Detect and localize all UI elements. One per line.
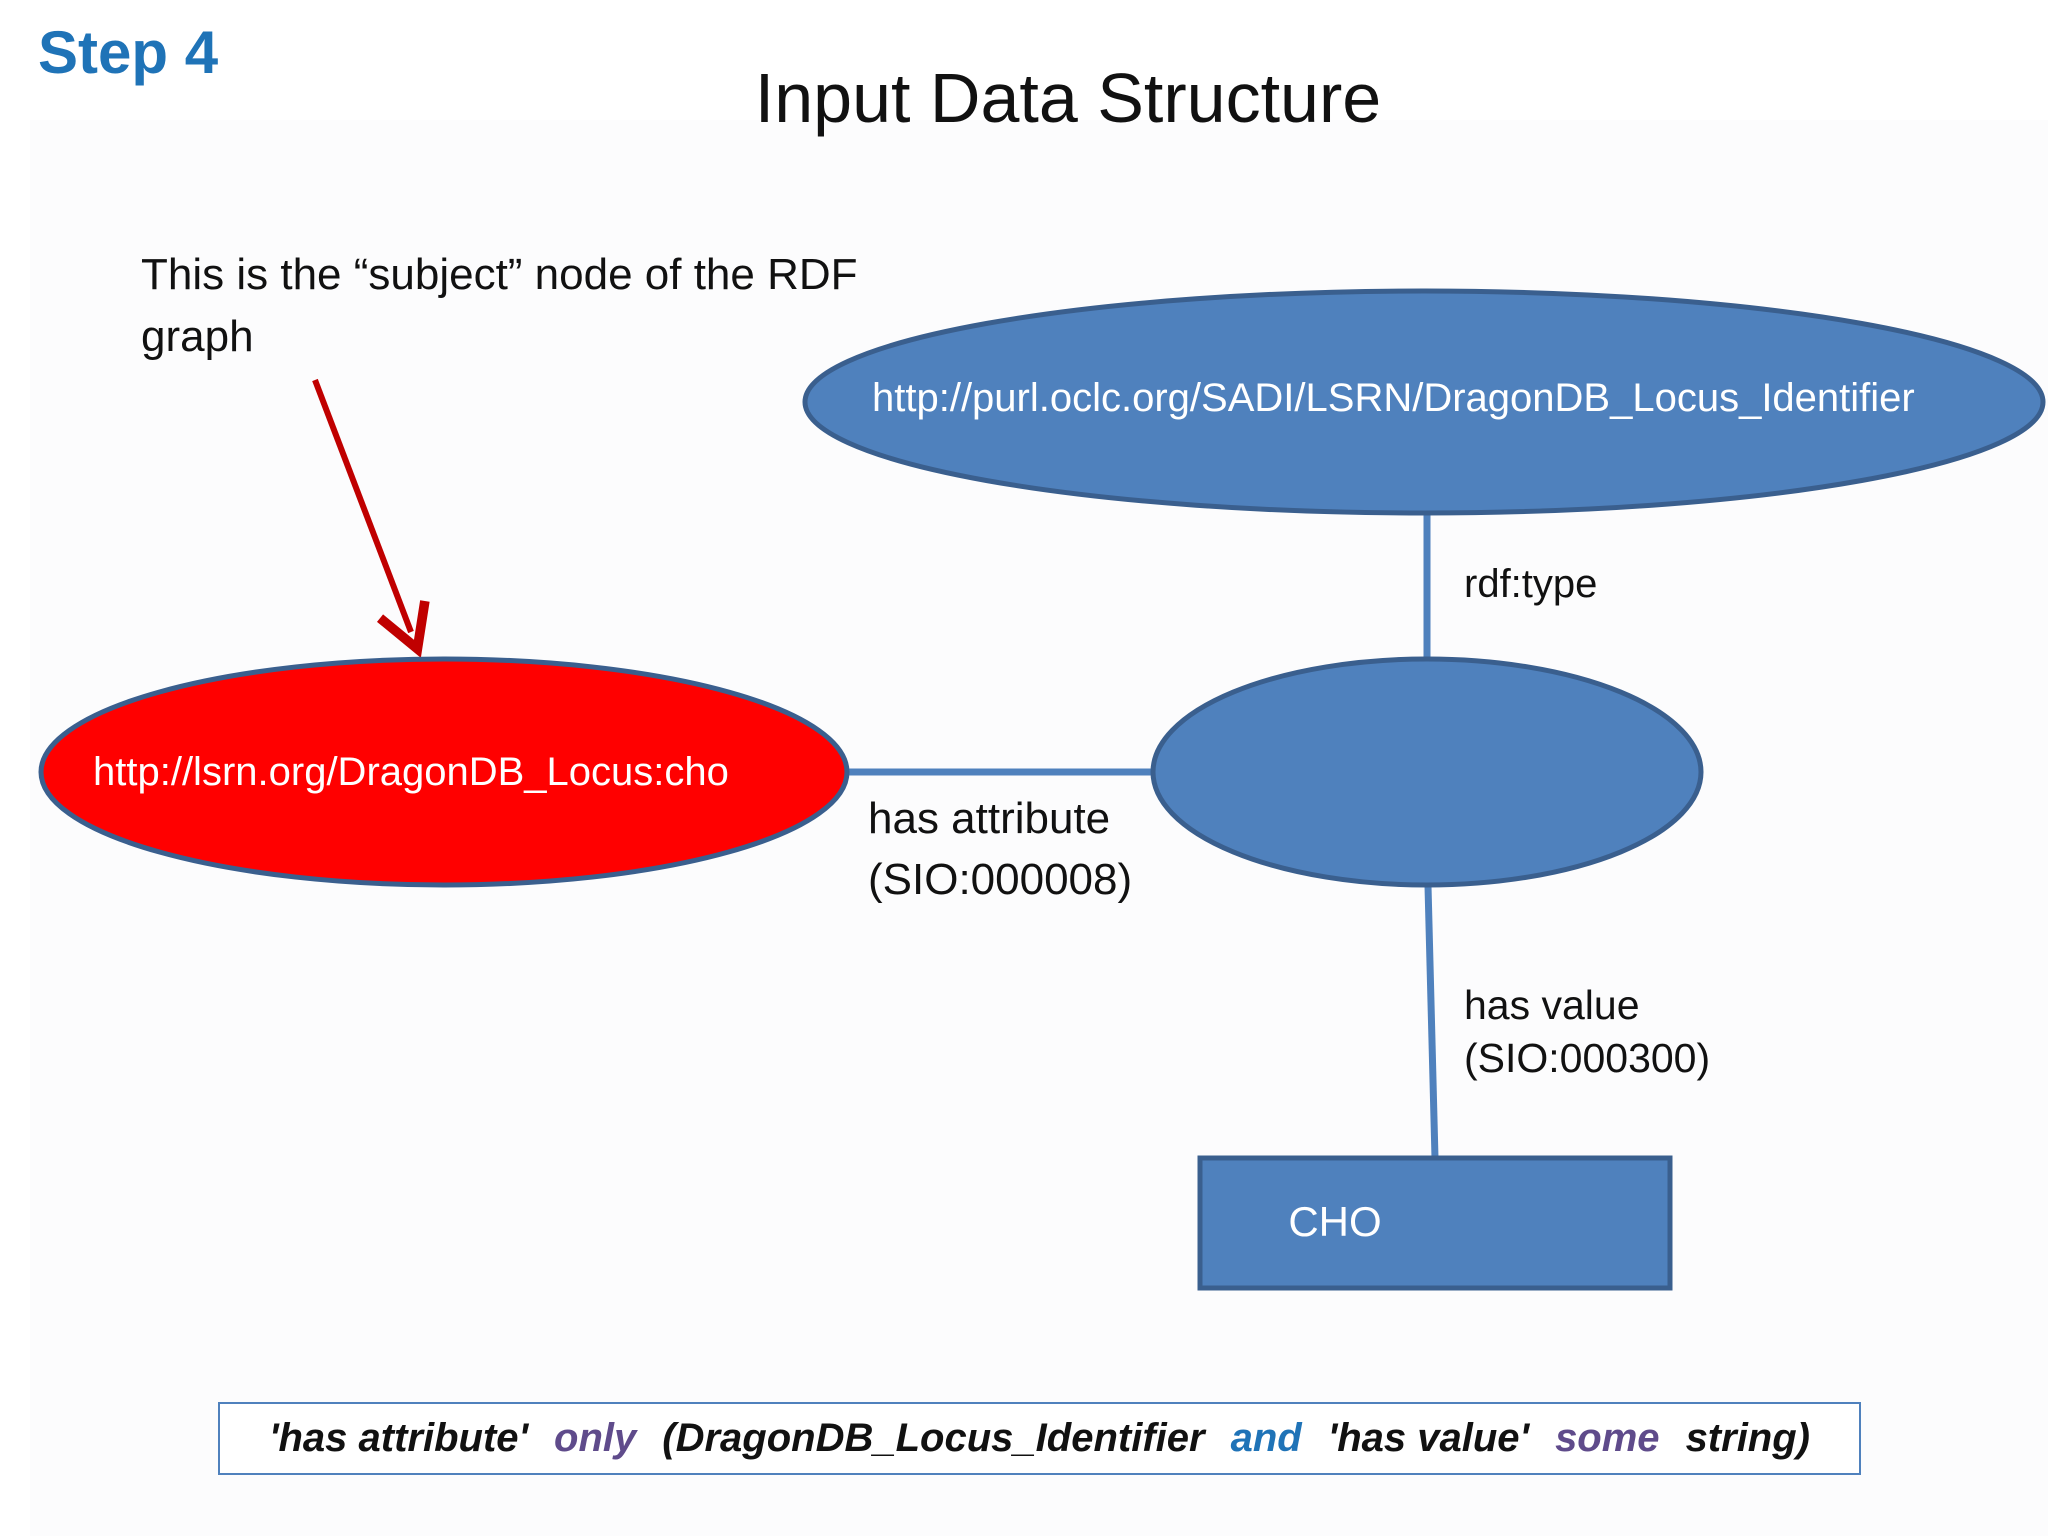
restriction-term: string) <box>1685 1416 1810 1460</box>
class-node-label: http://purl.oclc.org/SADI/LSRN/DragonDB_… <box>872 376 1915 420</box>
restriction-keyword-some: some <box>1555 1416 1660 1460</box>
subject-node <box>38 656 850 888</box>
subject-note: This is the “subject” node of the RDF gr… <box>141 250 858 361</box>
attribute-node <box>1150 656 1704 888</box>
restriction-keyword-only: only <box>554 1416 637 1460</box>
subject-node-label: http://lsrn.org/DragonDB_Locus:cho <box>93 750 729 794</box>
class-node <box>802 288 2046 516</box>
owl-restriction-box: 'has attribute' only (DragonDB_Locus_Ide… <box>218 1402 1861 1475</box>
restriction-keyword-and: and <box>1230 1416 1302 1460</box>
rdf-type-label: rdf:type <box>1464 562 1598 606</box>
has-value-label: has value (SIO:000300) <box>1464 982 1711 1081</box>
step-label: Step 4 <box>38 19 219 86</box>
has-value-edge <box>1424 885 1439 1159</box>
subject-pointer-arrow <box>312 378 430 658</box>
page-title: Input Data Structure <box>754 59 1382 137</box>
value-node <box>1197 1155 1673 1291</box>
has-attribute-label: has attribute (SIO:000008) <box>868 794 1133 904</box>
restriction-term: 'has value' <box>1327 1416 1530 1460</box>
restriction-term: (DragonDB_Locus_Identifier <box>662 1416 1205 1460</box>
restriction-term: 'has attribute' <box>268 1416 529 1460</box>
value-node-label: CHO <box>1288 1198 1382 1245</box>
